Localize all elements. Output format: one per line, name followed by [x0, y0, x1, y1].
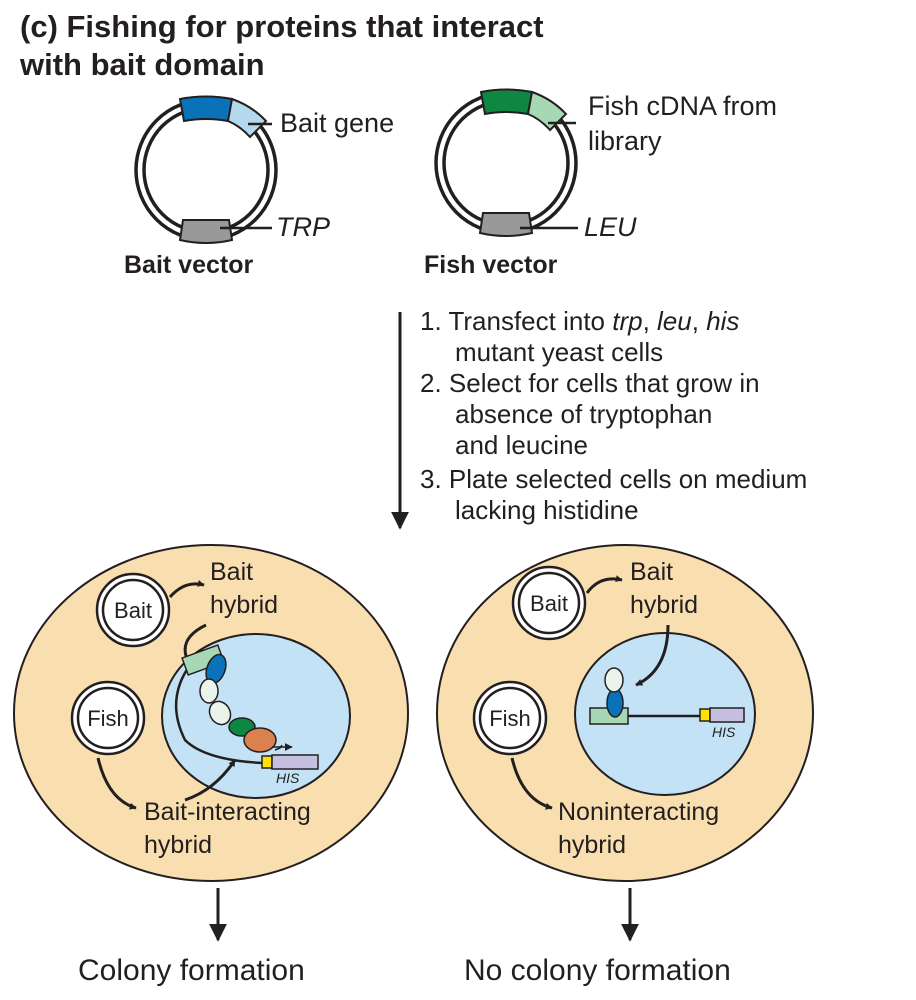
bait-vector-plasmid [134, 95, 278, 244]
right-outcome-label: No colony formation [464, 954, 731, 987]
left-outcome-label: Colony formation [78, 954, 305, 987]
left-bait-circle-label: Bait [114, 598, 152, 623]
left-fish-expression-arrow [96, 757, 137, 810]
figure-title-line2: with bait domain [19, 47, 265, 82]
leu-label: LEU [584, 212, 637, 242]
left-promoter [261, 755, 273, 769]
leu-marker-segment [478, 212, 534, 237]
left-bait-hybrid-line1: Bait [210, 558, 253, 586]
left-fish-import-arrow [184, 759, 237, 802]
step-3-line1: 3. Plate selected cells on medium [420, 464, 807, 494]
step-2-line3: and leucine [455, 430, 588, 460]
right-fish-hybrid-line1: Noninteracting [558, 798, 719, 826]
right-his-gene [709, 707, 745, 723]
right-bait-domain [604, 667, 624, 693]
left-bait-domain [199, 678, 219, 704]
fish-cdna-label-line1: Fish cDNA from [588, 91, 777, 121]
fish-cdna-dark-segment [479, 88, 534, 116]
left-fish-circle-label: Fish [87, 706, 129, 731]
bait-gene-segment [226, 97, 268, 139]
right-his-label: HIS [712, 724, 736, 740]
right-bait-expression-arrow [585, 575, 623, 594]
bait-vector-label: Bait vector [124, 251, 253, 279]
right-bait-import-arrow [635, 624, 670, 687]
trp-label: TRP [276, 212, 330, 242]
right-bait-circle-label: Bait [530, 591, 568, 616]
right-fish-hybrid-line2: hybrid [558, 831, 626, 859]
right-promoter [699, 708, 711, 722]
fish-cdna-light-segment [526, 90, 568, 132]
left-activation-domain [243, 727, 277, 753]
fish-vector-label: Fish vector [424, 251, 558, 279]
left-dna-strand [174, 664, 263, 765]
right-bait-hybrid-line2: hybrid [630, 591, 698, 619]
bait-domain-segment [178, 95, 234, 123]
left-bait-expression-arrow [168, 580, 205, 599]
left-his-label: HIS [276, 770, 300, 786]
figure-title-line1: (c) Fishing for proteins that interact [20, 9, 544, 44]
right-bait-hybrid-line1: Bait [630, 558, 673, 586]
left-fish-domain [208, 700, 232, 726]
left-fish-hybrid-line2: hybrid [144, 831, 212, 859]
step-1-line2: mutant yeast cells [455, 337, 663, 367]
fish-cdna-label-line2: library [588, 126, 662, 156]
step-1-line1: 1. Transfect into trp, leu, his [420, 306, 739, 336]
right-bait-dna-binding-domain [606, 688, 624, 718]
left-fish-hybrid-line1: Bait-interacting [144, 798, 311, 826]
step-2-line2: absence of tryptophan [455, 399, 712, 429]
bait-gene-label: Bait gene [280, 108, 394, 138]
step-2-line1: 2. Select for cells that grow in [420, 368, 760, 398]
step-3-line2: lacking histidine [455, 495, 639, 525]
right-fish-circle-label: Fish [489, 706, 531, 731]
trp-marker-segment [178, 219, 234, 244]
left-bait-hybrid-line2: hybrid [210, 591, 278, 619]
fish-vector-plasmid [434, 88, 578, 237]
right-fish-expression-arrow [510, 757, 553, 810]
left-his-gene [271, 754, 319, 770]
